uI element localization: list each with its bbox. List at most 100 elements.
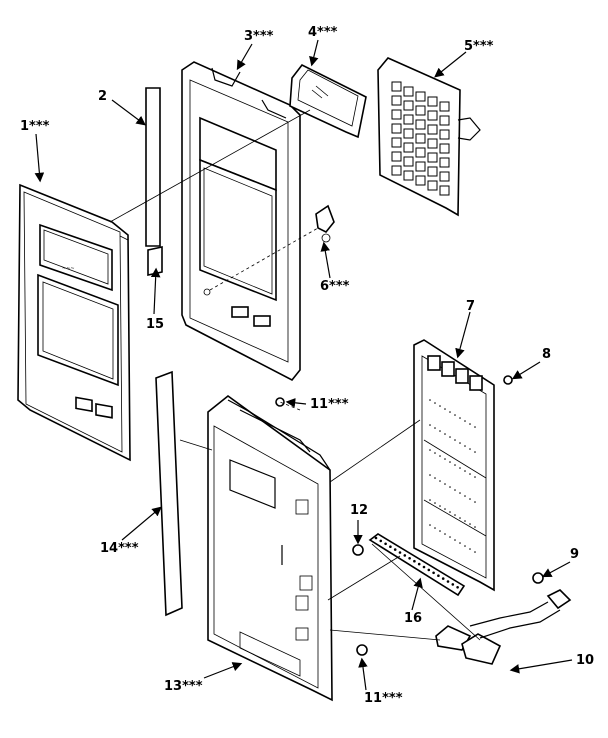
board-solder-dot: [474, 476, 476, 478]
connector-pin: [384, 542, 387, 546]
keypad-key: [403, 170, 414, 181]
keypad-key: [415, 147, 426, 158]
board-solder-dot: [469, 448, 471, 450]
board-solder-dot: [464, 420, 466, 422]
board-solder-dot: [434, 402, 436, 404]
keypad-key: [427, 180, 438, 191]
board-solder-dot: [469, 498, 471, 500]
board-solder-dot: [469, 523, 471, 525]
board-solder-dot: [434, 477, 436, 479]
part-14-strip: [155, 370, 183, 617]
keypad-key: [391, 109, 402, 120]
board-solder-dot: [444, 533, 446, 535]
board-solder-dot: [459, 492, 461, 494]
board-solder-dot: [444, 483, 446, 485]
label-10: 10: [576, 653, 594, 668]
board-solder-dot: [454, 514, 456, 516]
part-7-circuit-board: [413, 339, 495, 592]
board-solder-dot: [449, 411, 451, 413]
keypad-key: [427, 166, 438, 177]
board-solder-dot: [439, 405, 441, 407]
board-solder-dot: [464, 470, 466, 472]
keypad-key: [391, 95, 402, 106]
board-solder-dot: [459, 442, 461, 444]
connector-pin: [389, 545, 392, 548]
screw-9: [532, 572, 544, 584]
connector-pin: [417, 562, 421, 566]
keypad-key: [403, 128, 414, 139]
board-solder-dot: [454, 439, 456, 441]
part-16-connector: [368, 533, 466, 597]
connector-pin: [374, 536, 378, 540]
keypad-key: [415, 133, 426, 144]
assembly-lines: [109, 109, 481, 641]
label-7: 7: [466, 299, 475, 314]
board-solder-dot: [429, 524, 431, 526]
keypad-key: [415, 91, 426, 102]
label-2: 2: [98, 89, 107, 104]
keypad-key: [439, 185, 450, 196]
label-16: 16: [404, 611, 422, 626]
part-10-harness: [435, 589, 572, 665]
connector-pin: [413, 559, 416, 563]
part-1-front-panel: ~~~: [17, 183, 131, 462]
board-solder-dot: [459, 417, 461, 419]
screw-12: [352, 544, 364, 556]
part-5-keypad: [377, 57, 481, 217]
board-solder-dot: [439, 480, 441, 482]
label-11-bottom: 11***: [364, 691, 403, 706]
label-5: 5***: [464, 39, 494, 54]
part-labels: 1*** 2 3*** 4*** 5*** 6*** 7 8 9 10 11**…: [20, 25, 594, 706]
board-solder-dot: [459, 542, 461, 544]
board-solder-dot: [434, 452, 436, 454]
keypad-key: [403, 114, 414, 125]
board-solder-dot: [454, 464, 456, 466]
keypad-key: [391, 165, 402, 176]
board-solder-dot: [464, 495, 466, 497]
board-solder-dot: [474, 526, 476, 528]
board-solder-dot: [439, 530, 441, 532]
board-solder-dot: [474, 451, 476, 453]
label-9: 9: [570, 547, 579, 562]
keypad-key: [415, 105, 426, 116]
screw-11-bottom: [356, 644, 368, 656]
board-solder-dot: [429, 474, 431, 476]
label-11-top: 11***: [310, 397, 349, 412]
keypad-key: [439, 157, 450, 168]
connector-pin: [427, 568, 431, 572]
board-solder-dot: [429, 499, 431, 501]
board-solder-dot: [444, 433, 446, 435]
board-solder-dot: [444, 408, 446, 410]
label-13: 13***: [164, 679, 203, 694]
label-12: 12: [350, 503, 368, 518]
board-solder-dot: [474, 551, 476, 553]
board-solder-dot: [444, 458, 446, 460]
screw-11-top: [275, 397, 285, 407]
keypad-key: [403, 86, 414, 97]
keypad-key: [391, 151, 402, 162]
board-solder-dot: [459, 517, 461, 519]
label-14: 14***: [100, 541, 139, 556]
board-solder-dot: [469, 423, 471, 425]
board-solder-dot: [474, 501, 476, 503]
board-solder-dot: [434, 427, 436, 429]
board-solder-dot: [444, 508, 446, 510]
keypad-key: [439, 171, 450, 182]
keypad-key: [415, 119, 426, 130]
part-2-strip: [145, 87, 161, 247]
board-solder-dot: [429, 399, 431, 401]
label-4: 4***: [308, 25, 338, 40]
part-15-gasket: [147, 246, 163, 276]
connector-pin: [403, 554, 407, 557]
board-solder-dot: [454, 489, 456, 491]
keypad-key: [415, 161, 426, 172]
control-chassis: [207, 394, 333, 702]
board-solder-dot: [464, 520, 466, 522]
keypad-key: [439, 115, 450, 126]
part-3-panel-frame: [181, 61, 301, 382]
board-solder-dot: [454, 539, 456, 541]
part-6-latch: [315, 204, 335, 243]
keypad-key: [427, 138, 438, 149]
connector-pin: [398, 551, 402, 554]
